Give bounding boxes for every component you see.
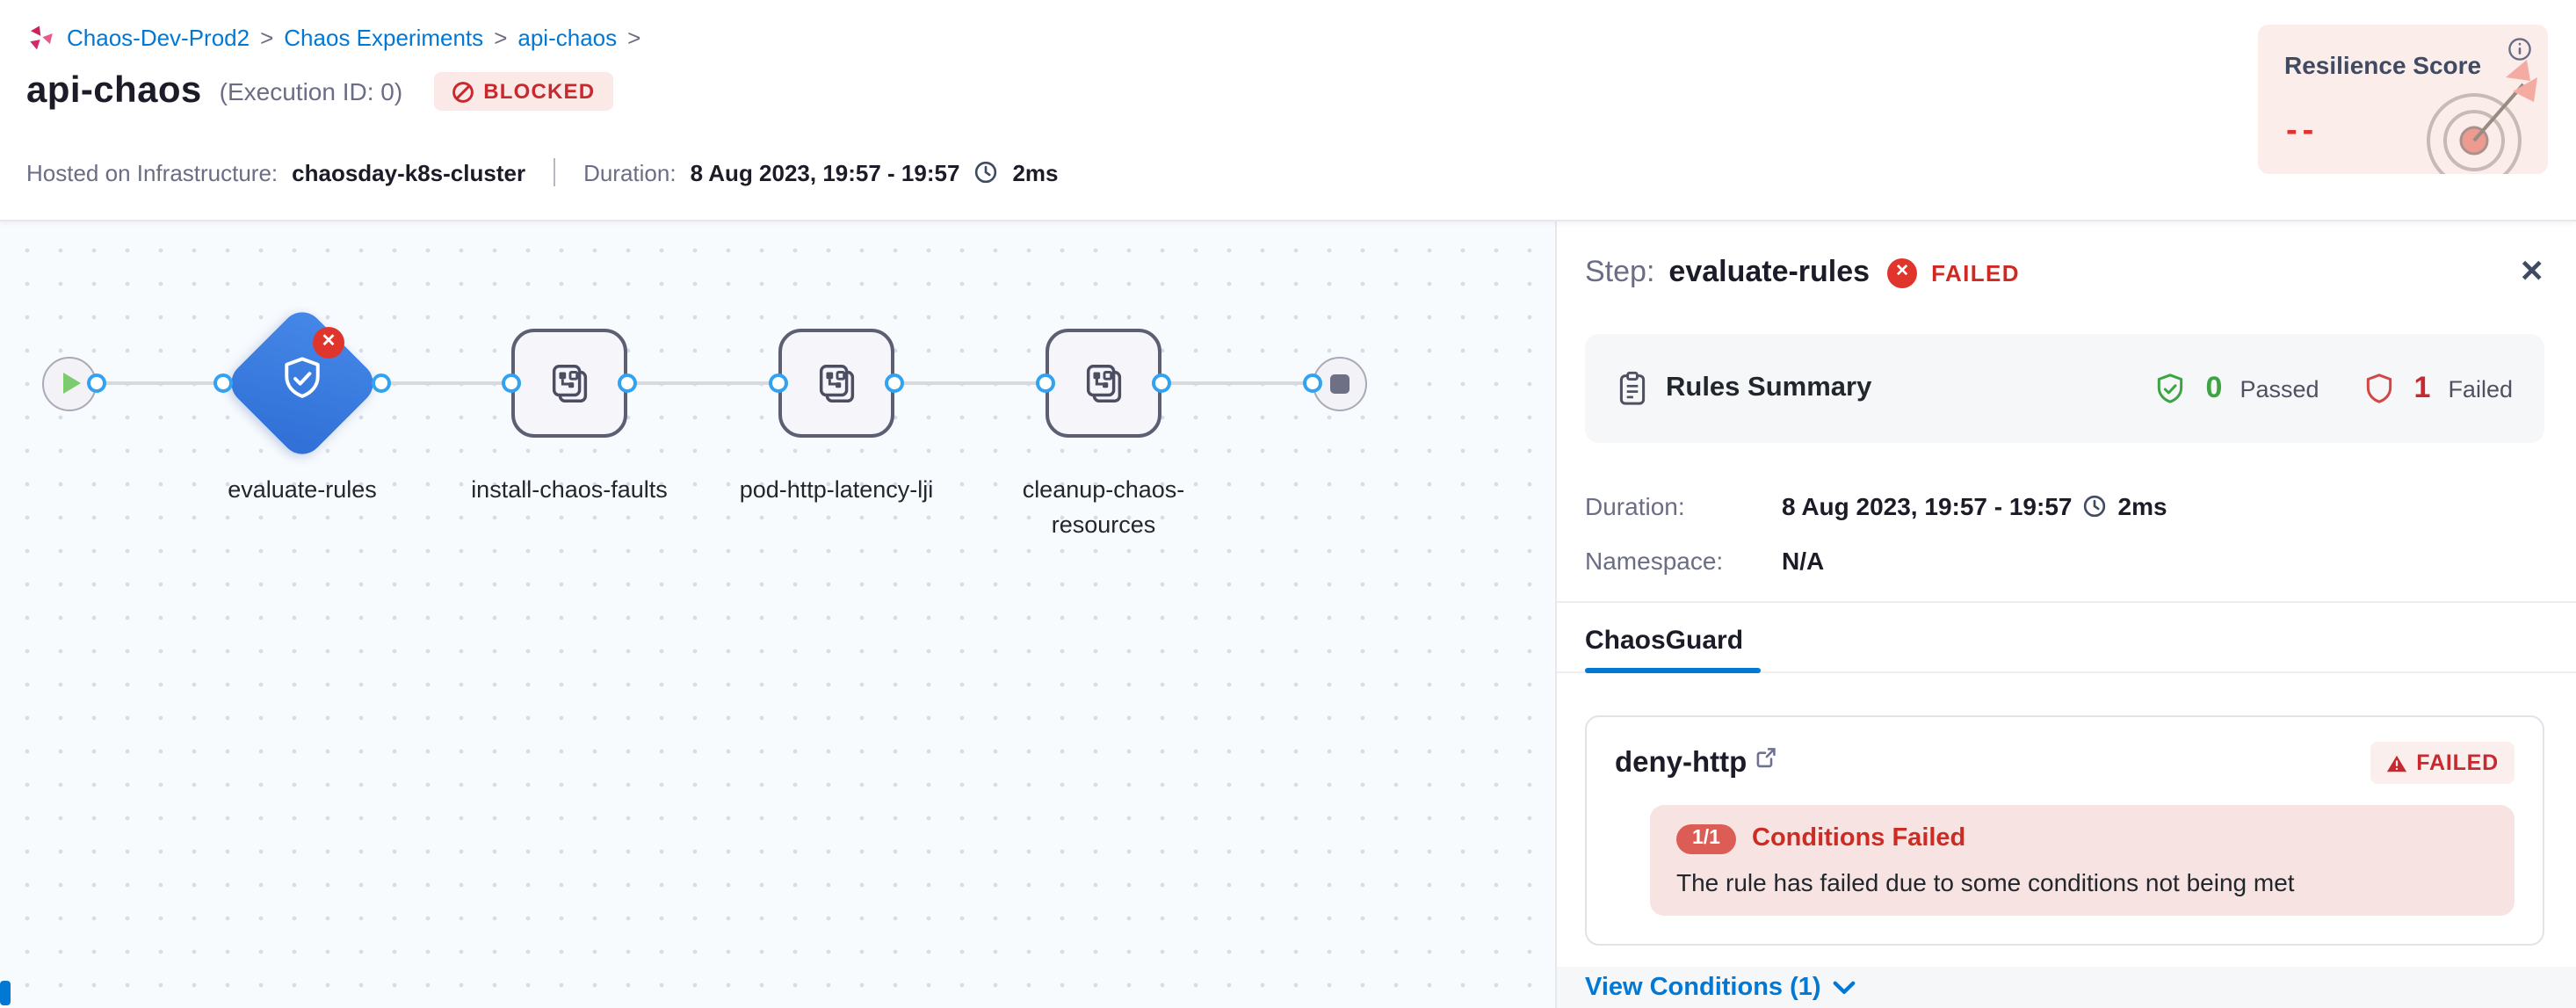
namespace-value: N/A bbox=[1782, 547, 1825, 575]
pipeline-node-evaluate-rules[interactable] bbox=[222, 303, 382, 463]
external-link-icon[interactable] bbox=[1755, 747, 1776, 768]
breadcrumb: Chaos-Dev-Prod2 > Chaos Experiments > ap… bbox=[26, 23, 640, 53]
duration-value: 8 Aug 2023, 19:57 - 19:57 bbox=[690, 159, 960, 185]
connector-port[interactable] bbox=[1302, 373, 1321, 393]
play-icon bbox=[62, 373, 80, 394]
step-name: evaluate-rules bbox=[1668, 255, 1870, 288]
rules-summary-card: Rules Summary 0 Passed 1 Failed bbox=[1585, 334, 2544, 443]
divider bbox=[1557, 601, 2576, 603]
pipeline-node-install-chaos-faults[interactable] bbox=[511, 329, 627, 438]
conditions-failed-alert: 1/1 Conditions Failed The rule has faile… bbox=[1650, 805, 2514, 915]
duration-label: Duration: bbox=[1585, 492, 1685, 520]
resilience-score-title: Resilience Score bbox=[2284, 51, 2482, 79]
chaos-step-icon bbox=[1085, 364, 1121, 402]
info-icon[interactable] bbox=[2507, 37, 2532, 62]
tab-chaosguard-label: ChaosGuard bbox=[1585, 626, 1744, 656]
namespace-label: Namespace: bbox=[1585, 547, 1724, 575]
clock-icon bbox=[2083, 494, 2108, 519]
conditions-failed-message: The rule has failed due to some conditio… bbox=[1676, 867, 2295, 896]
node-failed-badge-icon: ✕ bbox=[313, 327, 344, 359]
connector-port[interactable] bbox=[1152, 373, 1171, 393]
passed-label: Passed bbox=[2240, 375, 2319, 402]
shield-passed-icon bbox=[2153, 370, 2189, 407]
view-conditions-link[interactable]: View Conditions (1) bbox=[1585, 973, 1821, 1001]
divider bbox=[554, 158, 556, 186]
conditions-failed-title: Conditions Failed bbox=[1752, 824, 1966, 853]
rule-card-footer: View Conditions (1) bbox=[1557, 966, 2576, 1008]
duration-row: Duration: 8 Aug 2023, 19:57 - 19:57 2ms bbox=[1585, 492, 2544, 520]
duration-value: 8 Aug 2023, 19:57 - 19:57 bbox=[1782, 492, 2073, 520]
namespace-row: Namespace: N/A bbox=[1585, 547, 2544, 575]
chevron-down-icon[interactable] bbox=[1834, 980, 1856, 994]
pipeline-edge bbox=[69, 381, 1339, 385]
connector-port[interactable] bbox=[618, 373, 637, 393]
meta-row: Hosted on Infrastructure: chaosday-k8s-c… bbox=[26, 158, 1059, 186]
failed-circle-x-icon: ✕ bbox=[1887, 257, 1918, 287]
clipboard-icon bbox=[1617, 371, 1648, 406]
chaos-step-icon bbox=[818, 364, 854, 402]
pipeline-node-pod-http-latency[interactable] bbox=[778, 329, 894, 438]
infra-value: chaosday-k8s-cluster bbox=[292, 159, 526, 185]
connector-port[interactable] bbox=[213, 373, 233, 393]
title-row: api-chaos (Execution ID: 0) BLOCKED bbox=[26, 70, 613, 112]
connector-port[interactable] bbox=[769, 373, 788, 393]
page-title: api-chaos bbox=[26, 70, 202, 111]
step-status: FAILED bbox=[1931, 259, 2020, 286]
passed-count: 0 bbox=[2205, 371, 2223, 404]
page-header: Chaos-Dev-Prod2 > Chaos Experiments > ap… bbox=[0, 0, 2576, 221]
breadcrumb-item-experiments[interactable]: Chaos Experiments bbox=[284, 25, 484, 51]
node-label-evaluate-rules: evaluate-rules bbox=[228, 476, 377, 503]
execution-id: (Execution ID: 0) bbox=[219, 77, 403, 105]
connector-port[interactable] bbox=[1036, 373, 1055, 393]
node-label-cleanup-chaos-resources: cleanup-chaos-resources bbox=[1022, 476, 1185, 538]
clock-icon bbox=[973, 160, 998, 185]
warning-triangle-icon bbox=[2386, 753, 2407, 772]
conditions-count-pill: 1/1 bbox=[1676, 824, 1736, 853]
tab-chaosguard[interactable]: ChaosGuard bbox=[1585, 626, 1743, 657]
duration-elapsed: 2ms bbox=[1012, 159, 1059, 185]
chaos-logo-icon bbox=[26, 23, 56, 53]
connector-port[interactable] bbox=[502, 373, 521, 393]
stop-icon bbox=[1329, 373, 1349, 393]
rule-card-deny-http: deny-http FAILED 1/1 Conditi bbox=[1585, 715, 2544, 946]
node-label-pod-http-latency: pod-http-latency-lji bbox=[739, 476, 934, 503]
infra-label: Hosted on Infrastructure: bbox=[26, 159, 279, 185]
status-badge-blocked: BLOCKED bbox=[434, 72, 613, 111]
breadcrumb-separator: > bbox=[260, 25, 274, 51]
rule-name: deny-http bbox=[1615, 746, 1747, 778]
tab-hairline bbox=[1557, 671, 2576, 673]
shield-failed-icon bbox=[2362, 370, 2397, 407]
breadcrumb-item-experiment[interactable]: api-chaos bbox=[517, 25, 618, 51]
target-arrow-illustration bbox=[2404, 53, 2544, 174]
connector-port[interactable] bbox=[86, 373, 105, 393]
failed-label: Failed bbox=[2448, 375, 2513, 402]
pipeline-node-cleanup-chaos-resources[interactable] bbox=[1046, 329, 1161, 438]
prohibited-icon bbox=[452, 80, 474, 103]
step-details-header: Step: evaluate-rules ✕ FAILED ✕ bbox=[1585, 255, 2544, 290]
chaos-step-icon bbox=[551, 364, 587, 402]
resilience-score-card: Resilience Score -- bbox=[2258, 25, 2548, 174]
rules-summary-title: Rules Summary bbox=[1666, 373, 1872, 402]
breadcrumb-separator: > bbox=[627, 25, 641, 51]
connector-port[interactable] bbox=[885, 373, 904, 393]
connector-port[interactable] bbox=[372, 373, 391, 393]
rules-summary-stats: 0 Passed 1 Failed bbox=[2153, 370, 2513, 407]
step-label: Step: bbox=[1585, 255, 1655, 288]
pipeline-canvas[interactable]: ✕ bbox=[0, 220, 1555, 1008]
canvas-scrollbar-thumb[interactable] bbox=[0, 980, 11, 1004]
active-tab-indicator bbox=[1585, 668, 1761, 673]
close-icon[interactable]: ✕ bbox=[2519, 255, 2545, 288]
resilience-score-value: -- bbox=[2286, 112, 2319, 149]
rule-failed-badge: FAILED bbox=[2370, 742, 2514, 784]
duration-elapsed: 2ms bbox=[2117, 492, 2167, 520]
duration-label: Duration: bbox=[583, 159, 677, 185]
node-label-install-chaos-faults: install-chaos-faults bbox=[471, 476, 668, 503]
failed-count: 1 bbox=[2413, 371, 2431, 404]
step-details-panel: Step: evaluate-rules ✕ FAILED ✕ Rules Su… bbox=[1555, 220, 2576, 1008]
breadcrumb-item-project[interactable]: Chaos-Dev-Prod2 bbox=[67, 25, 250, 51]
breadcrumb-separator: > bbox=[494, 25, 508, 51]
